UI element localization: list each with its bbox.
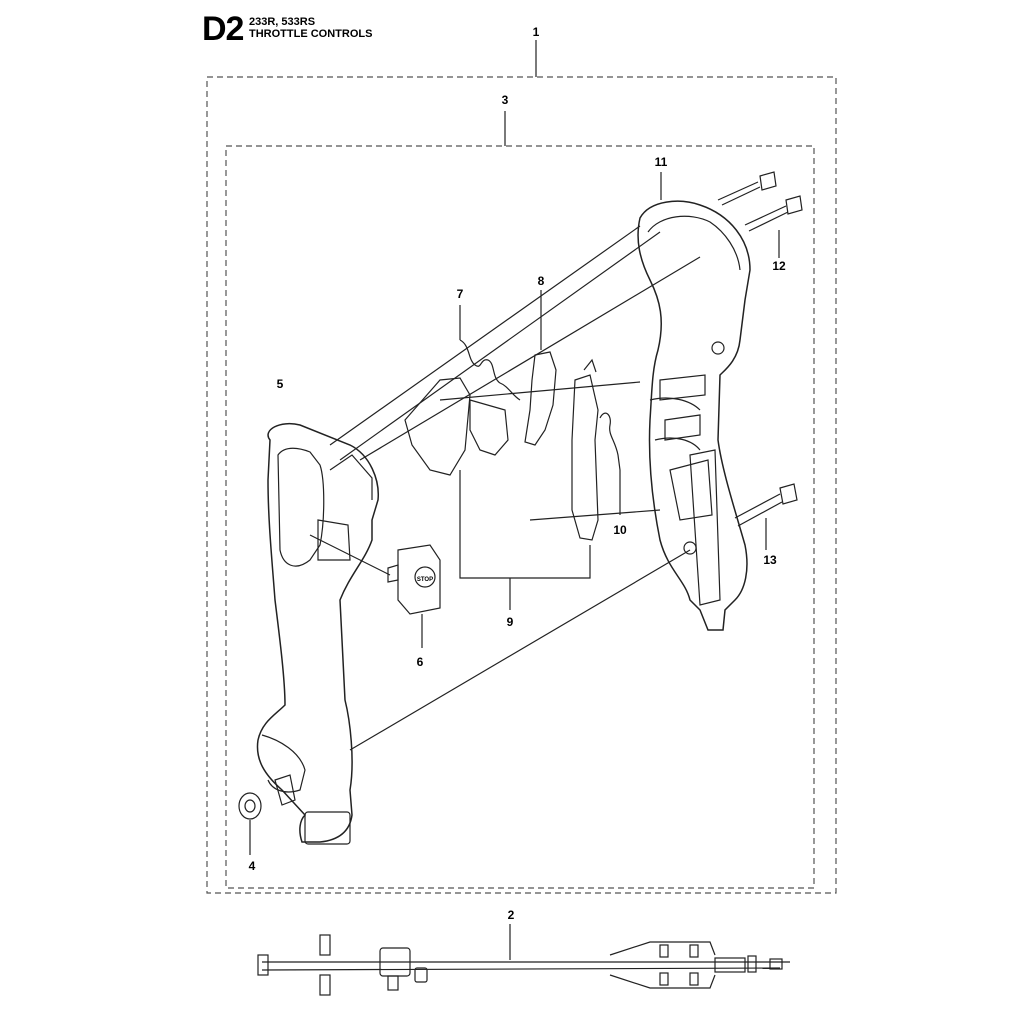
screw-part-13 [734,483,798,550]
callout-6: 6 [416,655,424,669]
nut-part-4 [238,792,262,855]
callout-10: 10 [613,523,627,537]
stop-switch-part-6 [387,544,441,648]
spring-part-10 [599,412,621,515]
callout-4: 4 [248,859,256,873]
throttle-cable-part-2 [257,934,790,996]
callout-12: 12 [772,259,786,273]
spring-part-7 [459,339,521,401]
callout-7: 7 [456,287,464,301]
callout-8: 8 [537,274,545,288]
handle-left-half [256,423,379,843]
model-numbers: 233R, 533RS [249,16,316,28]
stop-label: STOP [417,577,433,583]
section-code: D2 [202,10,244,48]
callout-9: 9 [506,615,514,629]
callout-1: 1 [532,25,540,39]
callout-11: 11 [654,155,668,169]
callout-3: 3 [501,93,509,107]
callout-13: 13 [763,553,777,567]
throttle-lockout-part-8 [524,351,557,446]
callout-5: 5 [276,377,284,391]
callout-2: 2 [507,908,515,922]
assembly-outline-1 [206,76,837,894]
screw-part-12 [717,171,803,258]
assembly-outline-3 [225,145,815,889]
diagram-title: THROTTLE CONTROLS [249,28,373,40]
handle-right-half [637,200,751,631]
